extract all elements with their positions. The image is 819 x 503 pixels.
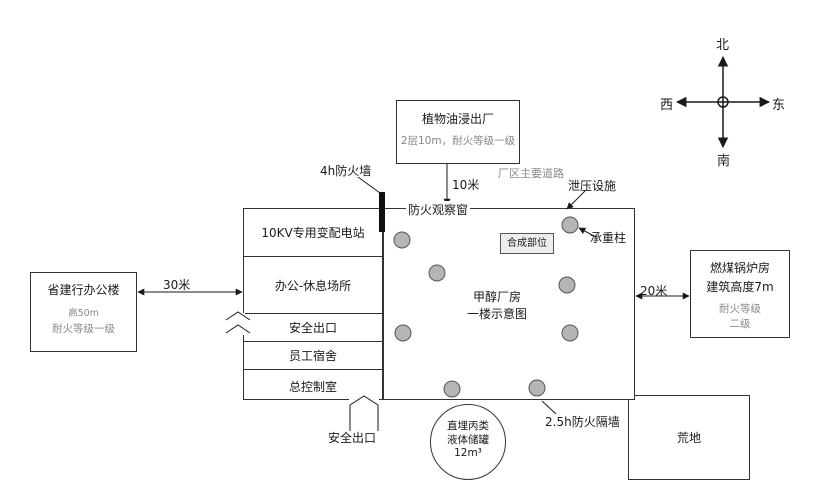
- tank-line3: 12m³: [454, 447, 482, 459]
- annex-block: 10KV专用变配电站 办公-休息场所 安全出口 员工宿舍 总控制室: [243, 208, 383, 400]
- boiler-fire-rating-2: 二级: [729, 318, 751, 330]
- main-building-title: 甲醇厂房 一楼示意图: [437, 289, 557, 323]
- room-substation: 10KV专用变配电站: [261, 226, 365, 240]
- compass-rose: [675, 55, 771, 149]
- boiler-fire-rating-1: 耐火等级: [719, 303, 761, 315]
- compass-west-label: 西: [660, 98, 674, 113]
- wasteland-box: 荒地: [628, 395, 750, 480]
- distance-label-10m: 10米: [452, 178, 480, 192]
- road-label: 厂区主要道路: [498, 167, 564, 180]
- bank-name: 省建行办公楼: [47, 283, 120, 297]
- bottom-exit-label: 安全出口: [328, 431, 377, 445]
- room-side-exit: 安全出口: [288, 321, 337, 335]
- buried-tank: 直埋丙类 液体储罐 12m³: [430, 404, 506, 480]
- tank-line2: 液体储罐: [447, 433, 489, 446]
- distance-label-20m: 20米: [640, 284, 668, 298]
- room-divider: [244, 313, 382, 314]
- oil-plant-spec: 2层10m，耐火等级一级: [400, 135, 516, 147]
- room-dormitory: 员工宿舍: [288, 349, 337, 363]
- boiler-height: 建筑高度7m: [706, 280, 774, 294]
- wasteland-label: 荒地: [676, 431, 701, 445]
- oil-extraction-plant-box: 植物油浸出厂 2层10m，耐火等级一级: [396, 100, 520, 164]
- firewall-leader: [357, 176, 381, 194]
- synthesis-area-box: 合成部位: [500, 233, 554, 254]
- tank-line1: 直埋丙类: [447, 420, 489, 432]
- room-divider: [244, 341, 382, 342]
- bank-fire-rating: 耐火等级一级: [52, 323, 115, 335]
- oil-plant-name: 植物油浸出厂: [421, 112, 494, 126]
- bank-office-box: 省建行办公楼 高50m 耐火等级一级: [30, 272, 137, 352]
- bottom-exit-door-symbol: [349, 395, 379, 431]
- observation-window-label: 防火观察窗: [406, 201, 471, 218]
- bank-height: 高50m: [68, 308, 99, 319]
- room-control: 总控制室: [288, 380, 337, 394]
- main-title-line2: 一楼示意图: [466, 307, 527, 321]
- main-title-line1: 甲醇厂房: [472, 290, 521, 304]
- distance-label-30m: 30米: [163, 278, 191, 292]
- bearing-column-label: 承重柱: [590, 231, 627, 245]
- fire-partition-label: 2.5h防火隔墙: [545, 415, 620, 429]
- pressure-relief-label: 泄压设施: [568, 179, 617, 193]
- compass-north-label: 北: [716, 38, 730, 53]
- room-office: 办公-休息场所: [274, 279, 352, 293]
- firewall-label: 4h防火墙: [320, 164, 372, 178]
- room-divider: [244, 256, 382, 257]
- compass-east-label: 东: [772, 98, 786, 113]
- room-divider: [244, 369, 382, 370]
- compass-center-circle: [717, 96, 729, 108]
- compass-south-label: 南: [717, 154, 731, 169]
- boiler-name: 燃煤锅炉房: [709, 261, 770, 275]
- boiler-room-box: 燃煤锅炉房 建筑高度7m 耐火等级 二级: [690, 250, 790, 338]
